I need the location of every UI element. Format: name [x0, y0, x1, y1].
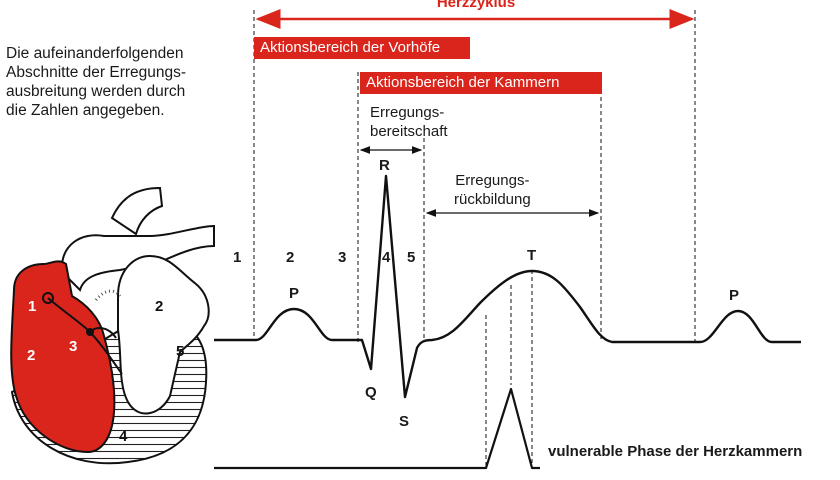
intro-text: Die aufeinanderfolgenden Abschnitte der …	[6, 44, 236, 120]
wave-label-p: P	[289, 285, 300, 302]
ecg-trace	[214, 174, 801, 399]
wave-label-r: R	[379, 157, 390, 174]
cycle-title: Herzzyklus	[436, 0, 516, 11]
vulnerable-trace	[214, 387, 540, 470]
segment-number: 5	[407, 249, 416, 266]
recovery-line: rückbildung	[454, 191, 531, 208]
wave-label-p: P	[729, 287, 740, 304]
intro-line: Die aufeinanderfolgenden	[6, 45, 184, 62]
intro-line: die Zahlen angegeben.	[6, 102, 165, 119]
heart-number: 2	[155, 298, 164, 315]
heart-number: 5	[176, 343, 185, 360]
intro-line: Abschnitte der Erregungs-	[6, 64, 187, 81]
segment-number: 2	[286, 249, 295, 266]
heart-number: 2	[27, 347, 36, 364]
heart-number: 3	[69, 338, 78, 355]
heart-number: 4	[119, 428, 128, 445]
wave-label-s: S	[399, 413, 410, 430]
segment-number: 3	[338, 249, 347, 266]
segment-number: 1	[233, 249, 242, 266]
wave-label-q: Q	[365, 384, 377, 401]
readiness-label: Erregungs- bereitschaft	[370, 103, 448, 141]
readiness-line: Erregungs-	[370, 104, 445, 121]
atria-range-label: Aktionsbereich der Vorhöfe	[254, 37, 470, 59]
ventricle-range-label: Aktionsbereich der Kammern	[360, 72, 602, 94]
heart-illustration	[10, 186, 215, 465]
recovery-label: Erregungs- rückbildung	[454, 171, 531, 209]
intro-line: ausbreitung werden durch	[6, 83, 186, 100]
readiness-line: bereitschaft	[370, 123, 448, 140]
wave-label-t: T	[527, 247, 537, 264]
phase-guides	[253, 10, 696, 466]
vulnerable-phase-label: vulnerable Phase der Herzkammern	[548, 443, 803, 460]
segment-number: 4	[382, 249, 391, 266]
heart-number: 1	[28, 298, 37, 315]
recovery-line: Erregungs-	[455, 172, 530, 189]
